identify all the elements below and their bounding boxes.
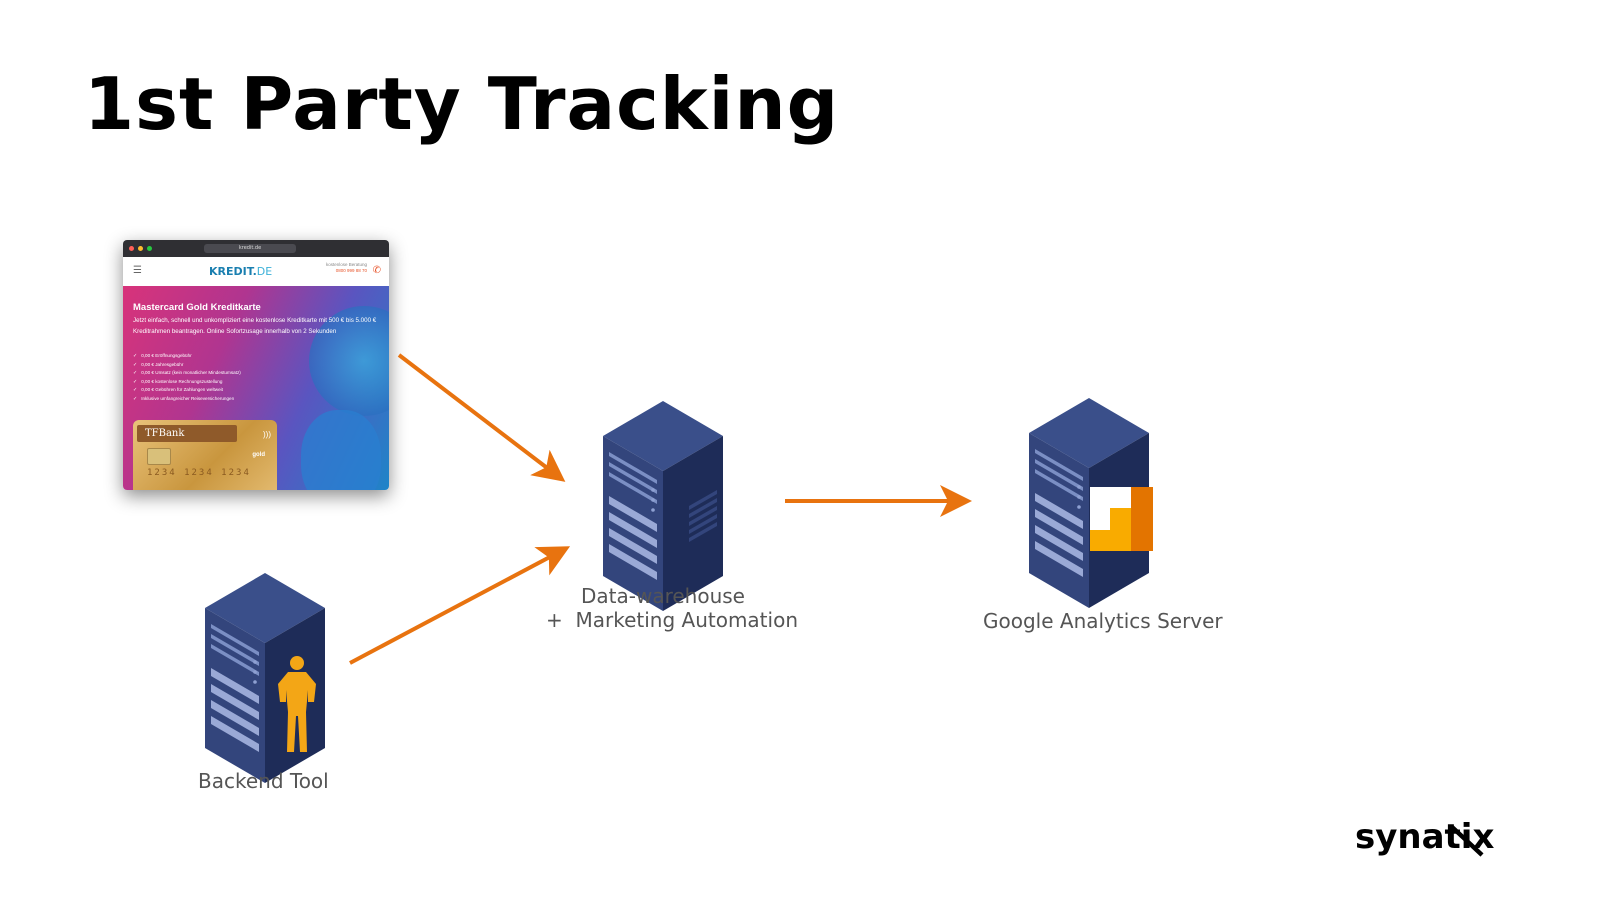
feature-item: 0,00 € Gebühren für Zahlungen weltweit xyxy=(133,386,241,395)
site-logo: KREDIT.DE xyxy=(209,265,273,278)
feature-item: Inklusive umfangreicher Reiseversicherun… xyxy=(133,395,241,404)
phone-icon: ✆ xyxy=(372,265,381,276)
feature-item: 0,00 € Jahresgebühr xyxy=(133,361,241,370)
address-bar: kredit.de xyxy=(204,244,296,253)
datawarehouse-server-icon xyxy=(603,401,723,611)
card-header xyxy=(137,425,237,442)
arrow-backend-to-warehouse xyxy=(349,546,571,665)
google-analytics-logo-icon xyxy=(1090,487,1153,551)
contact-info: kostenlose Beratung 0800 999 88 70 xyxy=(325,262,367,273)
hero-description: Jetzt einfach, schnell und unkompliziert… xyxy=(133,317,377,335)
card-number: 1234 1234 1234 xyxy=(147,468,251,478)
brand-text: synatix xyxy=(1355,817,1494,857)
card-chip-icon xyxy=(147,448,171,465)
feature-item: 0,00 € Umsatz (kein monatlicher Mindestu… xyxy=(133,369,241,378)
card-bank-name: TFBank xyxy=(145,428,185,439)
website-screenshot: kredit.de ☰ KREDIT.DE kostenlose Beratun… xyxy=(123,240,389,490)
browser-toolbar: kredit.de xyxy=(123,240,389,257)
feature-item: 0,00 € kostenlose Rechnungszustellung xyxy=(133,378,241,387)
contactless-icon: ))) xyxy=(263,430,271,439)
person-icon xyxy=(278,656,316,752)
arrow-website-to-warehouse xyxy=(397,353,566,482)
google-analytics-label: Google Analytics Server xyxy=(983,609,1223,633)
hero-banner: Mastercard Gold Kreditkarte Jetzt einfac… xyxy=(123,286,389,490)
feature-list: 0,00 € Eröffnungsgebühr 0,00 € Jahresgeb… xyxy=(133,352,241,404)
datawarehouse-label-line1: Data-warehouse xyxy=(581,584,745,608)
close-dot-icon xyxy=(129,246,134,251)
synatix-logo: synatix xyxy=(1355,817,1494,857)
card-tier: gold xyxy=(252,452,265,458)
maximize-dot-icon xyxy=(147,246,152,251)
logo-slash-icon xyxy=(1450,825,1484,857)
minimize-dot-icon xyxy=(138,246,143,251)
hamburger-menu-icon: ☰ xyxy=(133,265,142,276)
decorative-blob xyxy=(309,306,389,416)
hero-headline: Mastercard Gold Kreditkarte xyxy=(133,302,261,313)
slide-title: 1st Party Tracking xyxy=(84,62,840,146)
decorative-blob xyxy=(301,410,381,490)
datawarehouse-label-line2: + Marketing Automation xyxy=(546,608,798,632)
credit-card-image: TFBank ))) gold 1234 1234 1234 xyxy=(133,420,277,490)
backend-tool-label: Backend Tool xyxy=(198,769,329,793)
feature-item: 0,00 € Eröffnungsgebühr xyxy=(133,352,241,361)
